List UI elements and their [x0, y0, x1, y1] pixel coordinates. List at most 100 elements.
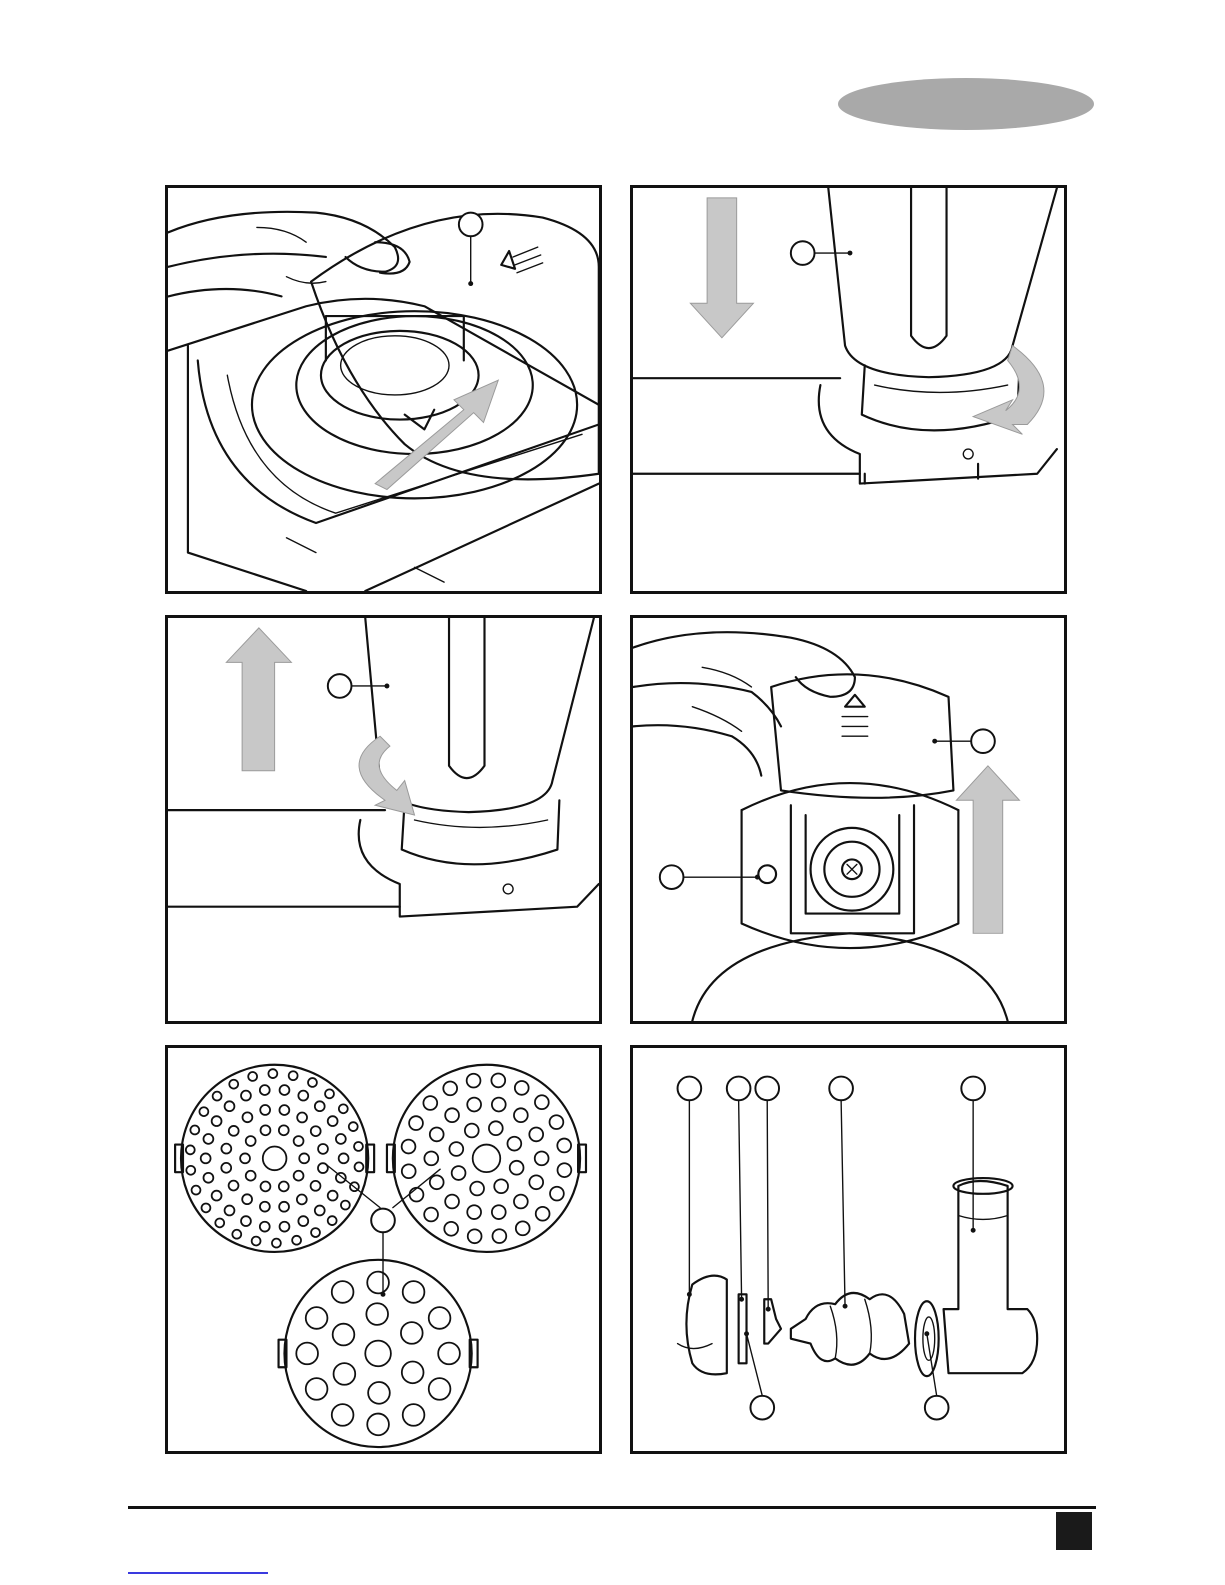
plate-hole	[328, 1216, 337, 1225]
plate-hole	[470, 1182, 484, 1196]
plate-hole	[366, 1303, 388, 1325]
plate-hole	[246, 1136, 256, 1146]
callout-circle	[459, 213, 483, 237]
plate-hole	[297, 1195, 307, 1205]
callout-circle	[750, 1396, 774, 1420]
callout-circle	[961, 1077, 985, 1101]
plate-center-hole	[365, 1341, 391, 1367]
plate-hole	[221, 1144, 231, 1154]
plate-hole	[315, 1101, 325, 1111]
plate-hole	[491, 1074, 505, 1088]
plate-hole	[424, 1208, 438, 1222]
plate-hole	[336, 1134, 346, 1144]
plate-hole	[229, 1080, 238, 1089]
plate-hole	[467, 1098, 481, 1112]
plate-hole	[202, 1203, 211, 1212]
plate-hole	[492, 1098, 506, 1112]
plate-hole	[325, 1089, 334, 1098]
panel-mincer-parts	[630, 1045, 1067, 1454]
plate-hole	[225, 1101, 235, 1111]
plate-fine	[175, 1065, 374, 1252]
plate-hole	[199, 1107, 208, 1116]
panel-feeder-remove	[165, 615, 602, 1024]
plate-hole	[489, 1121, 503, 1135]
panel-cutting-plates	[165, 1045, 602, 1454]
panel-feeder-attach	[630, 185, 1067, 594]
callout-circle	[727, 1077, 751, 1101]
plate-hole	[241, 1091, 251, 1101]
plate-hole	[492, 1205, 506, 1219]
plate-hole	[514, 1195, 528, 1209]
plate-hole	[192, 1186, 201, 1195]
plate-hole	[241, 1216, 251, 1226]
direction-arrow	[375, 380, 498, 489]
down-arrow	[690, 198, 753, 338]
plate-hole	[332, 1404, 354, 1426]
plate-hole	[465, 1124, 479, 1138]
plate-hole	[186, 1145, 195, 1154]
plate-hole	[332, 1281, 354, 1303]
illustration-lid-slide-off	[168, 188, 599, 591]
pin	[739, 1294, 747, 1363]
callout-circle	[660, 865, 684, 889]
plate-hole	[514, 1108, 528, 1122]
plate-hole	[403, 1404, 425, 1426]
plate-hole	[203, 1173, 213, 1183]
plate-hole	[328, 1116, 338, 1126]
cutting-blade	[764, 1299, 781, 1343]
plate-hole	[550, 1115, 564, 1129]
plate-hole	[298, 1216, 308, 1226]
panel-lid-lift	[630, 615, 1067, 1024]
plate-hole	[242, 1112, 252, 1122]
plate-hole	[308, 1078, 317, 1087]
plate-hole	[468, 1229, 482, 1243]
plate-hole	[280, 1085, 290, 1095]
plate-hole	[557, 1139, 571, 1153]
illustration-cutting-plates	[168, 1048, 599, 1451]
plate-hole	[443, 1082, 457, 1096]
plate-hole	[221, 1163, 231, 1173]
plate-hole	[294, 1171, 304, 1181]
plate-hole	[510, 1161, 524, 1175]
plate-hole	[402, 1164, 416, 1178]
auger	[791, 1293, 909, 1365]
plate-hole	[272, 1239, 281, 1248]
up-arrow	[956, 766, 1019, 934]
plate-hole	[403, 1281, 425, 1303]
plate-hole	[260, 1085, 270, 1095]
plate-hole	[355, 1162, 364, 1171]
plate-hole	[467, 1205, 481, 1219]
plate-hole	[260, 1105, 270, 1115]
plate-hole	[535, 1151, 549, 1165]
plate-hole	[467, 1074, 481, 1088]
up-arrow	[226, 628, 291, 771]
plate-hole	[409, 1116, 423, 1130]
callout-circle	[755, 1077, 779, 1101]
plate-hole	[311, 1126, 321, 1136]
plate-hole	[452, 1166, 466, 1180]
callout-circle	[678, 1077, 702, 1101]
plate-center-hole	[473, 1145, 501, 1173]
plate-hole	[367, 1272, 389, 1294]
callout-circle	[925, 1396, 949, 1420]
plate-hole	[268, 1069, 277, 1078]
plate-hole	[248, 1072, 257, 1081]
plate-hole	[429, 1307, 451, 1329]
plate-hole	[229, 1126, 239, 1136]
plate-hole	[296, 1343, 318, 1365]
plate-hole	[252, 1237, 261, 1246]
panel-lid-slide-off	[165, 185, 602, 594]
page-number-box	[1056, 1512, 1092, 1550]
plate-hole	[516, 1221, 530, 1235]
plate-hole	[215, 1218, 224, 1227]
plate-hole	[354, 1142, 363, 1151]
illustration-lid-lift	[633, 618, 1064, 1021]
plate-hole	[430, 1175, 444, 1189]
plate-hole	[213, 1092, 222, 1101]
plate-hole	[429, 1378, 451, 1400]
plate-hole	[368, 1382, 390, 1404]
bottom-link-underline[interactable]	[128, 1572, 268, 1574]
plate-hole	[297, 1113, 307, 1123]
plate-hole	[401, 1322, 423, 1344]
plate-hole	[306, 1307, 328, 1329]
